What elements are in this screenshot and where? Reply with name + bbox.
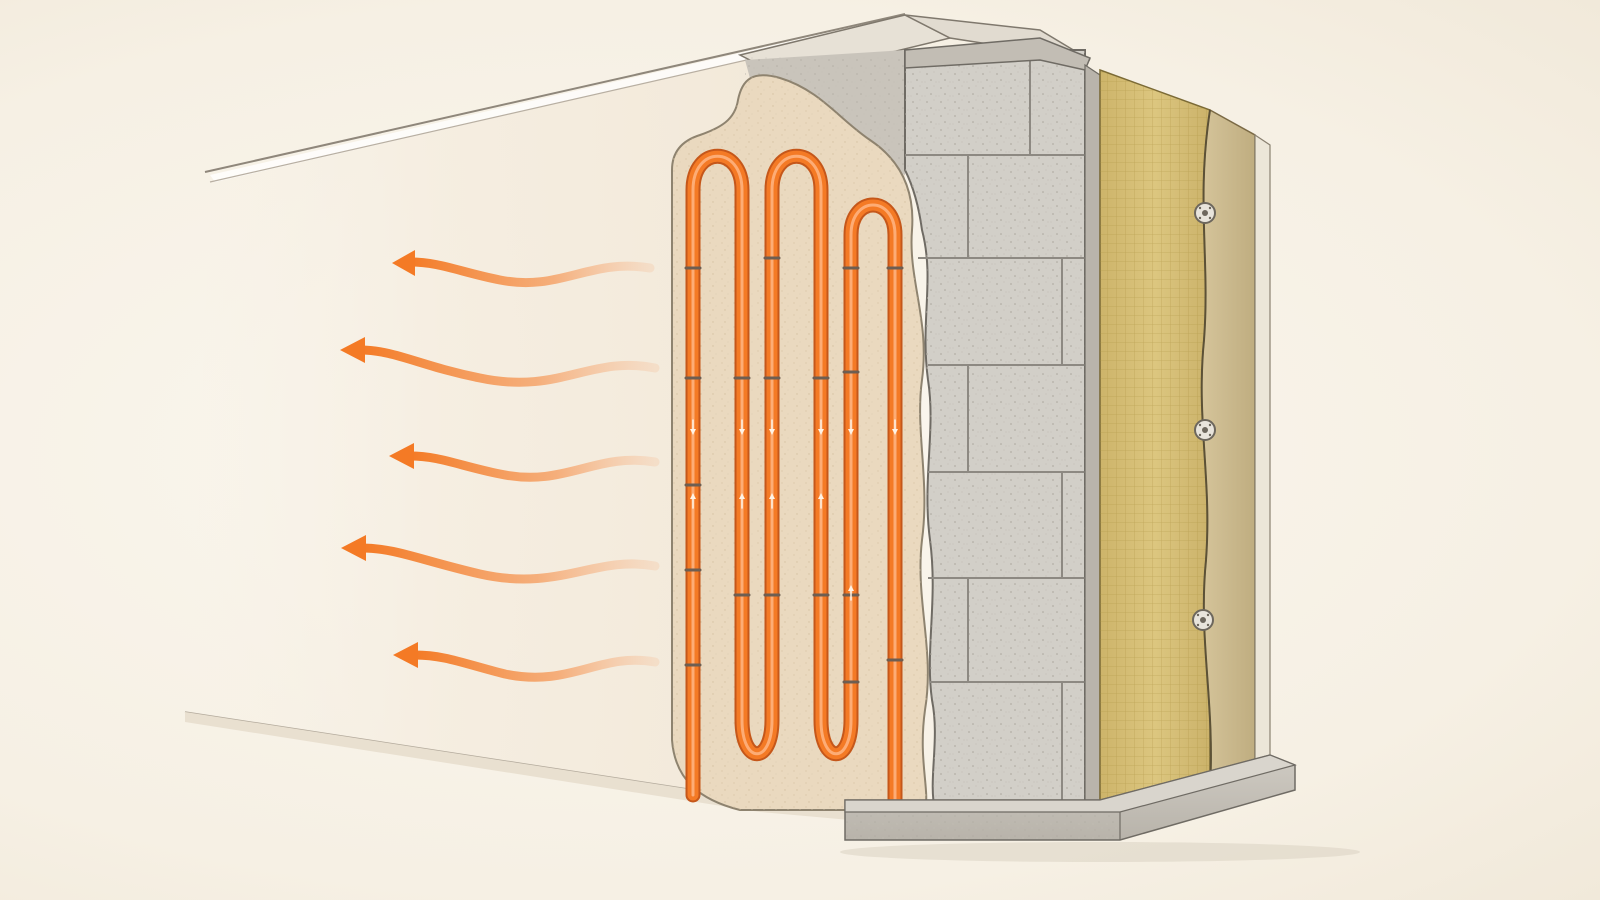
heat-wave-arrow-icon [340,337,660,387]
heat-wave-arrow-icon [393,642,660,682]
insulation-anchor-icon [1194,202,1216,224]
insulation-anchor-icon [1194,419,1216,441]
heating-pipe-loops [684,148,904,818]
insulation-anchors [1192,202,1216,631]
block-joints [905,50,1085,810]
insulation-anchor-icon [1192,609,1214,631]
floor-slab [844,754,1297,841]
mineral-wool-insulation [1099,68,1211,811]
adhesive-layer [1084,63,1101,812]
ground-shadow [840,842,1360,862]
heat-wave-arrow-icon [341,535,660,584]
heat-wave-arrow-icon [392,250,655,288]
flow-direction-arrow-icon [690,419,898,601]
heat-wave-arrow-icon [389,443,660,482]
heat-radiation-arrows [340,250,660,682]
concrete-block-masonry [904,37,1091,811]
exterior-render [1200,108,1271,792]
